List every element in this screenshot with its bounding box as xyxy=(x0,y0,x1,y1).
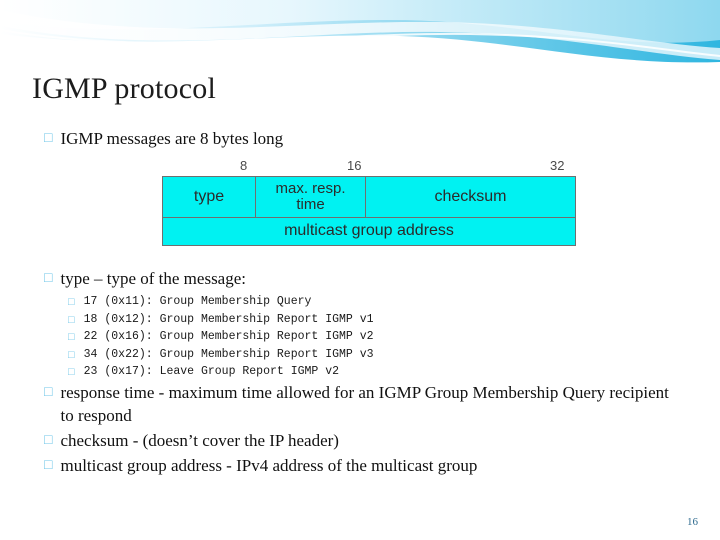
page-number: 16 xyxy=(687,516,698,528)
bullet-marker-icon: □ xyxy=(68,366,75,378)
bullet-marker-icon: □ xyxy=(68,296,75,308)
list-item-label: 34 (0x22): Group Membership Report IGMP … xyxy=(83,347,374,361)
bit-ruler: 8 16 32 xyxy=(162,158,576,176)
field-max-resp-time-line1: max. resp. xyxy=(275,180,346,198)
field-max-resp-time: max. resp. time xyxy=(256,176,366,218)
bullet-marker-icon: □ xyxy=(44,131,53,146)
bullet-marker-icon: □ xyxy=(44,385,53,400)
list-item-label: 17 (0x11): Group Membership Query xyxy=(83,295,312,308)
list-item: □ 23 (0x17): Leave Group Report IGMP v2 xyxy=(68,363,528,381)
bullet-messages-length: □ IGMP messages are 8 bytes long xyxy=(44,128,664,150)
bullet-text: response time - maximum time allowed for… xyxy=(60,383,669,425)
field-type: type xyxy=(162,176,256,218)
bullet-marker-icon: □ xyxy=(68,348,75,361)
bullet-text: IGMP messages are 8 bytes long xyxy=(60,129,284,148)
list-item: □ 18 (0x12): Group Membership Report IGM… xyxy=(68,311,528,329)
field-checksum: checksum xyxy=(366,176,576,218)
bullet-multicast-group-address: □ multicast group address - IPv4 address… xyxy=(44,455,684,477)
bullet-marker-icon: □ xyxy=(68,313,75,326)
packet-row-second: multicast group address xyxy=(162,218,576,246)
list-item-label: 22 (0x16): Group Membership Report IGMP … xyxy=(83,330,374,343)
packet-row-first: type max. resp. time checksum xyxy=(162,176,576,218)
bullet-text: multicast group address - IPv4 address o… xyxy=(60,456,478,475)
ruler-tick-32: 32 xyxy=(550,158,565,173)
field-max-resp-time-line2: time xyxy=(296,196,325,213)
bullet-response-time: □ response time - maximum time allowed f… xyxy=(44,382,684,428)
page-title: IGMP protocol xyxy=(32,72,216,105)
bullet-marker-icon: □ xyxy=(44,458,53,473)
decorative-banner xyxy=(0,0,720,78)
bullet-marker-icon: □ xyxy=(68,331,75,343)
bullet-checksum: □ checksum - (doesn’t cover the IP heade… xyxy=(44,430,684,452)
ruler-tick-16: 16 xyxy=(347,158,362,173)
list-item-label: 23 (0x17): Leave Group Report IGMP v2 xyxy=(83,365,339,378)
ruler-tick-8: 8 xyxy=(240,158,248,173)
list-item: □ 22 (0x16): Group Membership Report IGM… xyxy=(68,328,528,346)
bullet-type-of-message: □ type – type of the message: xyxy=(44,268,664,290)
list-item-label: 18 (0x12): Group Membership Report IGMP … xyxy=(83,312,374,326)
list-item: □ 17 (0x11): Group Membership Query xyxy=(68,293,528,311)
igmp-packet-diagram: 8 16 32 type max. resp. time checksum mu… xyxy=(162,158,576,246)
bullet-text: checksum - (doesn’t cover the IP header) xyxy=(60,431,339,450)
field-multicast-group-address: multicast group address xyxy=(162,218,576,246)
list-item: □ 34 (0x22): Group Membership Report IGM… xyxy=(68,346,528,364)
bullet-marker-icon: □ xyxy=(44,433,53,448)
message-type-list: □ 17 (0x11): Group Membership Query □ 18… xyxy=(68,293,528,381)
bullet-text: type – type of the message: xyxy=(60,269,246,288)
bullet-marker-icon: □ xyxy=(44,271,53,286)
